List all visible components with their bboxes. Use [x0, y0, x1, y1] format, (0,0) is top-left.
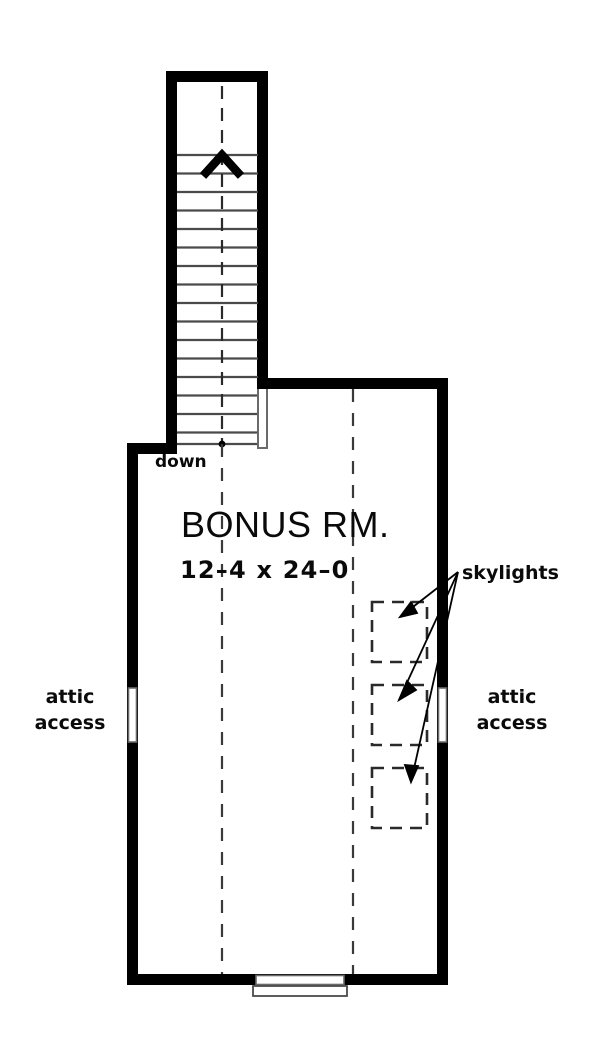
attic-access-label-left: attic access	[20, 685, 120, 736]
attic-access-opening-left	[127, 687, 138, 743]
skylight-2	[370, 683, 429, 747]
down-label: down	[155, 452, 207, 472]
window-icon	[252, 974, 348, 997]
attic-access-label-left-line1: attic	[45, 686, 95, 708]
skylight-outlines	[370, 600, 429, 830]
skylight-leader-lines	[397, 571, 459, 785]
attic-access-label-right-line1: attic	[487, 686, 537, 708]
skylight-1	[370, 600, 429, 664]
room-dimensions: 12–4 x 24–0	[180, 556, 350, 584]
attic-access-label-left-line2: access	[34, 711, 106, 734]
skylight-3	[370, 766, 429, 830]
attic-access-label-right: attic access	[462, 685, 562, 736]
skylights-label: skylights	[462, 562, 559, 584]
stair-treads	[177, 153, 258, 446]
stair-shaft-walls	[166, 71, 268, 444]
attic-access-opening-right	[437, 687, 448, 743]
stair-rail-post	[257, 387, 268, 449]
room-title: BONUS RM.	[181, 504, 390, 545]
room-centerlines	[220, 389, 355, 974]
up-arrow-icon	[199, 148, 245, 179]
attic-access-label-right-line2: access	[476, 711, 548, 734]
